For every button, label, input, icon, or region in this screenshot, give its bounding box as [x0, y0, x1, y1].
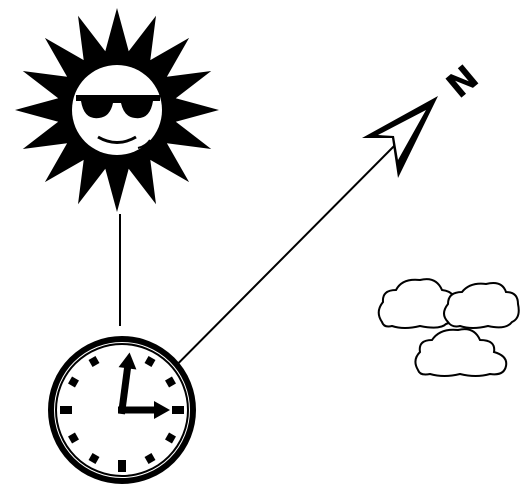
clock-tick-quarter — [118, 460, 126, 472]
cloud-icon — [379, 279, 519, 376]
cloud-right — [444, 283, 519, 328]
cloud-bottom — [415, 329, 506, 376]
cloud-left — [379, 279, 454, 328]
clock-tick-quarter — [172, 406, 184, 414]
north-label: N — [439, 58, 487, 107]
clock-tick-quarter — [60, 406, 72, 414]
sun-icon — [15, 8, 219, 212]
clock-icon — [51, 339, 193, 481]
